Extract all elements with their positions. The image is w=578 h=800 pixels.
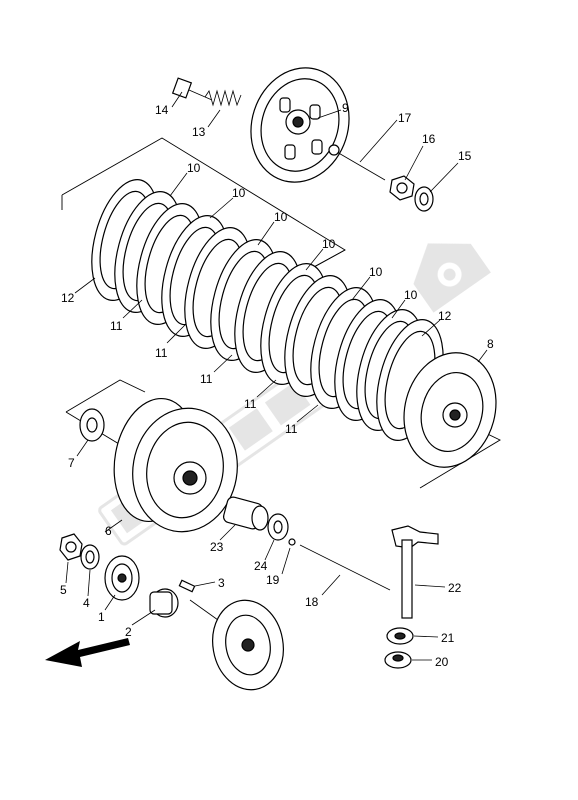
part-17-push-rod [328, 144, 386, 181]
callout-11: 11 [244, 397, 257, 411]
part-19-ball [288, 538, 296, 546]
part-5-nut [59, 533, 83, 561]
callout-19: 19 [266, 573, 280, 587]
part-22-push-lever-shaft [391, 525, 439, 619]
callout-17: 17 [398, 111, 412, 125]
part-8-clutch-boss [403, 352, 497, 468]
callout-11: 11 [200, 372, 213, 386]
callout-22: 22 [448, 581, 462, 595]
callout-1: 1 [98, 610, 105, 624]
gear-icon [413, 243, 491, 313]
part-2-collar [149, 588, 179, 618]
callout-12: 12 [438, 309, 452, 323]
callout-6: 6 [105, 524, 112, 538]
part-7-washer [79, 408, 105, 442]
part-9-pressure-plate [250, 67, 350, 183]
callout-18: 18 [305, 595, 319, 609]
leader-lines [65, 91, 488, 661]
callout-20: 20 [435, 655, 449, 669]
callout-24: 24 [254, 559, 268, 573]
part-15-washer [414, 186, 434, 212]
callout-8: 8 [487, 337, 494, 351]
part-4-washer [80, 544, 100, 570]
callout-11: 11 [285, 422, 298, 436]
arrow-icon [45, 638, 130, 667]
part-18-rod [299, 544, 391, 591]
callout-7: 7 [68, 456, 75, 470]
callout-10: 10 [232, 186, 246, 200]
callout-10: 10 [369, 265, 383, 279]
callout-5: 5 [60, 583, 67, 597]
callout-23: 23 [210, 540, 224, 554]
callout-21: 21 [441, 631, 455, 645]
part-13-spring [204, 89, 242, 107]
callout-15: 15 [458, 149, 472, 163]
callout-9: 9 [342, 101, 349, 115]
part-20-bearing [384, 651, 412, 669]
part-1-gear [104, 555, 140, 601]
callout-10: 10 [322, 237, 336, 251]
callout-13: 13 [192, 125, 206, 139]
callout-11: 11 [155, 346, 168, 360]
callout-14: 14 [155, 103, 169, 117]
part-16-nut [389, 175, 415, 201]
callout-12: 12 [61, 291, 75, 305]
callout-10: 10 [187, 161, 201, 175]
callout-10: 10 [404, 288, 418, 302]
callout-10: 10 [274, 210, 288, 224]
callouts: 14 13 9 17 16 15 10 10 10 10 10 10 12 12… [60, 101, 494, 669]
primary-drive-assembly [189, 599, 284, 691]
callout-3: 3 [218, 576, 225, 590]
part-24-washer [267, 513, 289, 541]
part-3-key [178, 579, 196, 593]
part-23-collar [222, 496, 269, 531]
clutch-housing [113, 397, 238, 533]
callout-16: 16 [422, 132, 436, 146]
clutch-plates [91, 179, 444, 441]
callout-11: 11 [110, 319, 123, 333]
part-21-oil-seal [386, 627, 414, 645]
callout-2: 2 [125, 625, 132, 639]
callout-4: 4 [83, 596, 90, 610]
